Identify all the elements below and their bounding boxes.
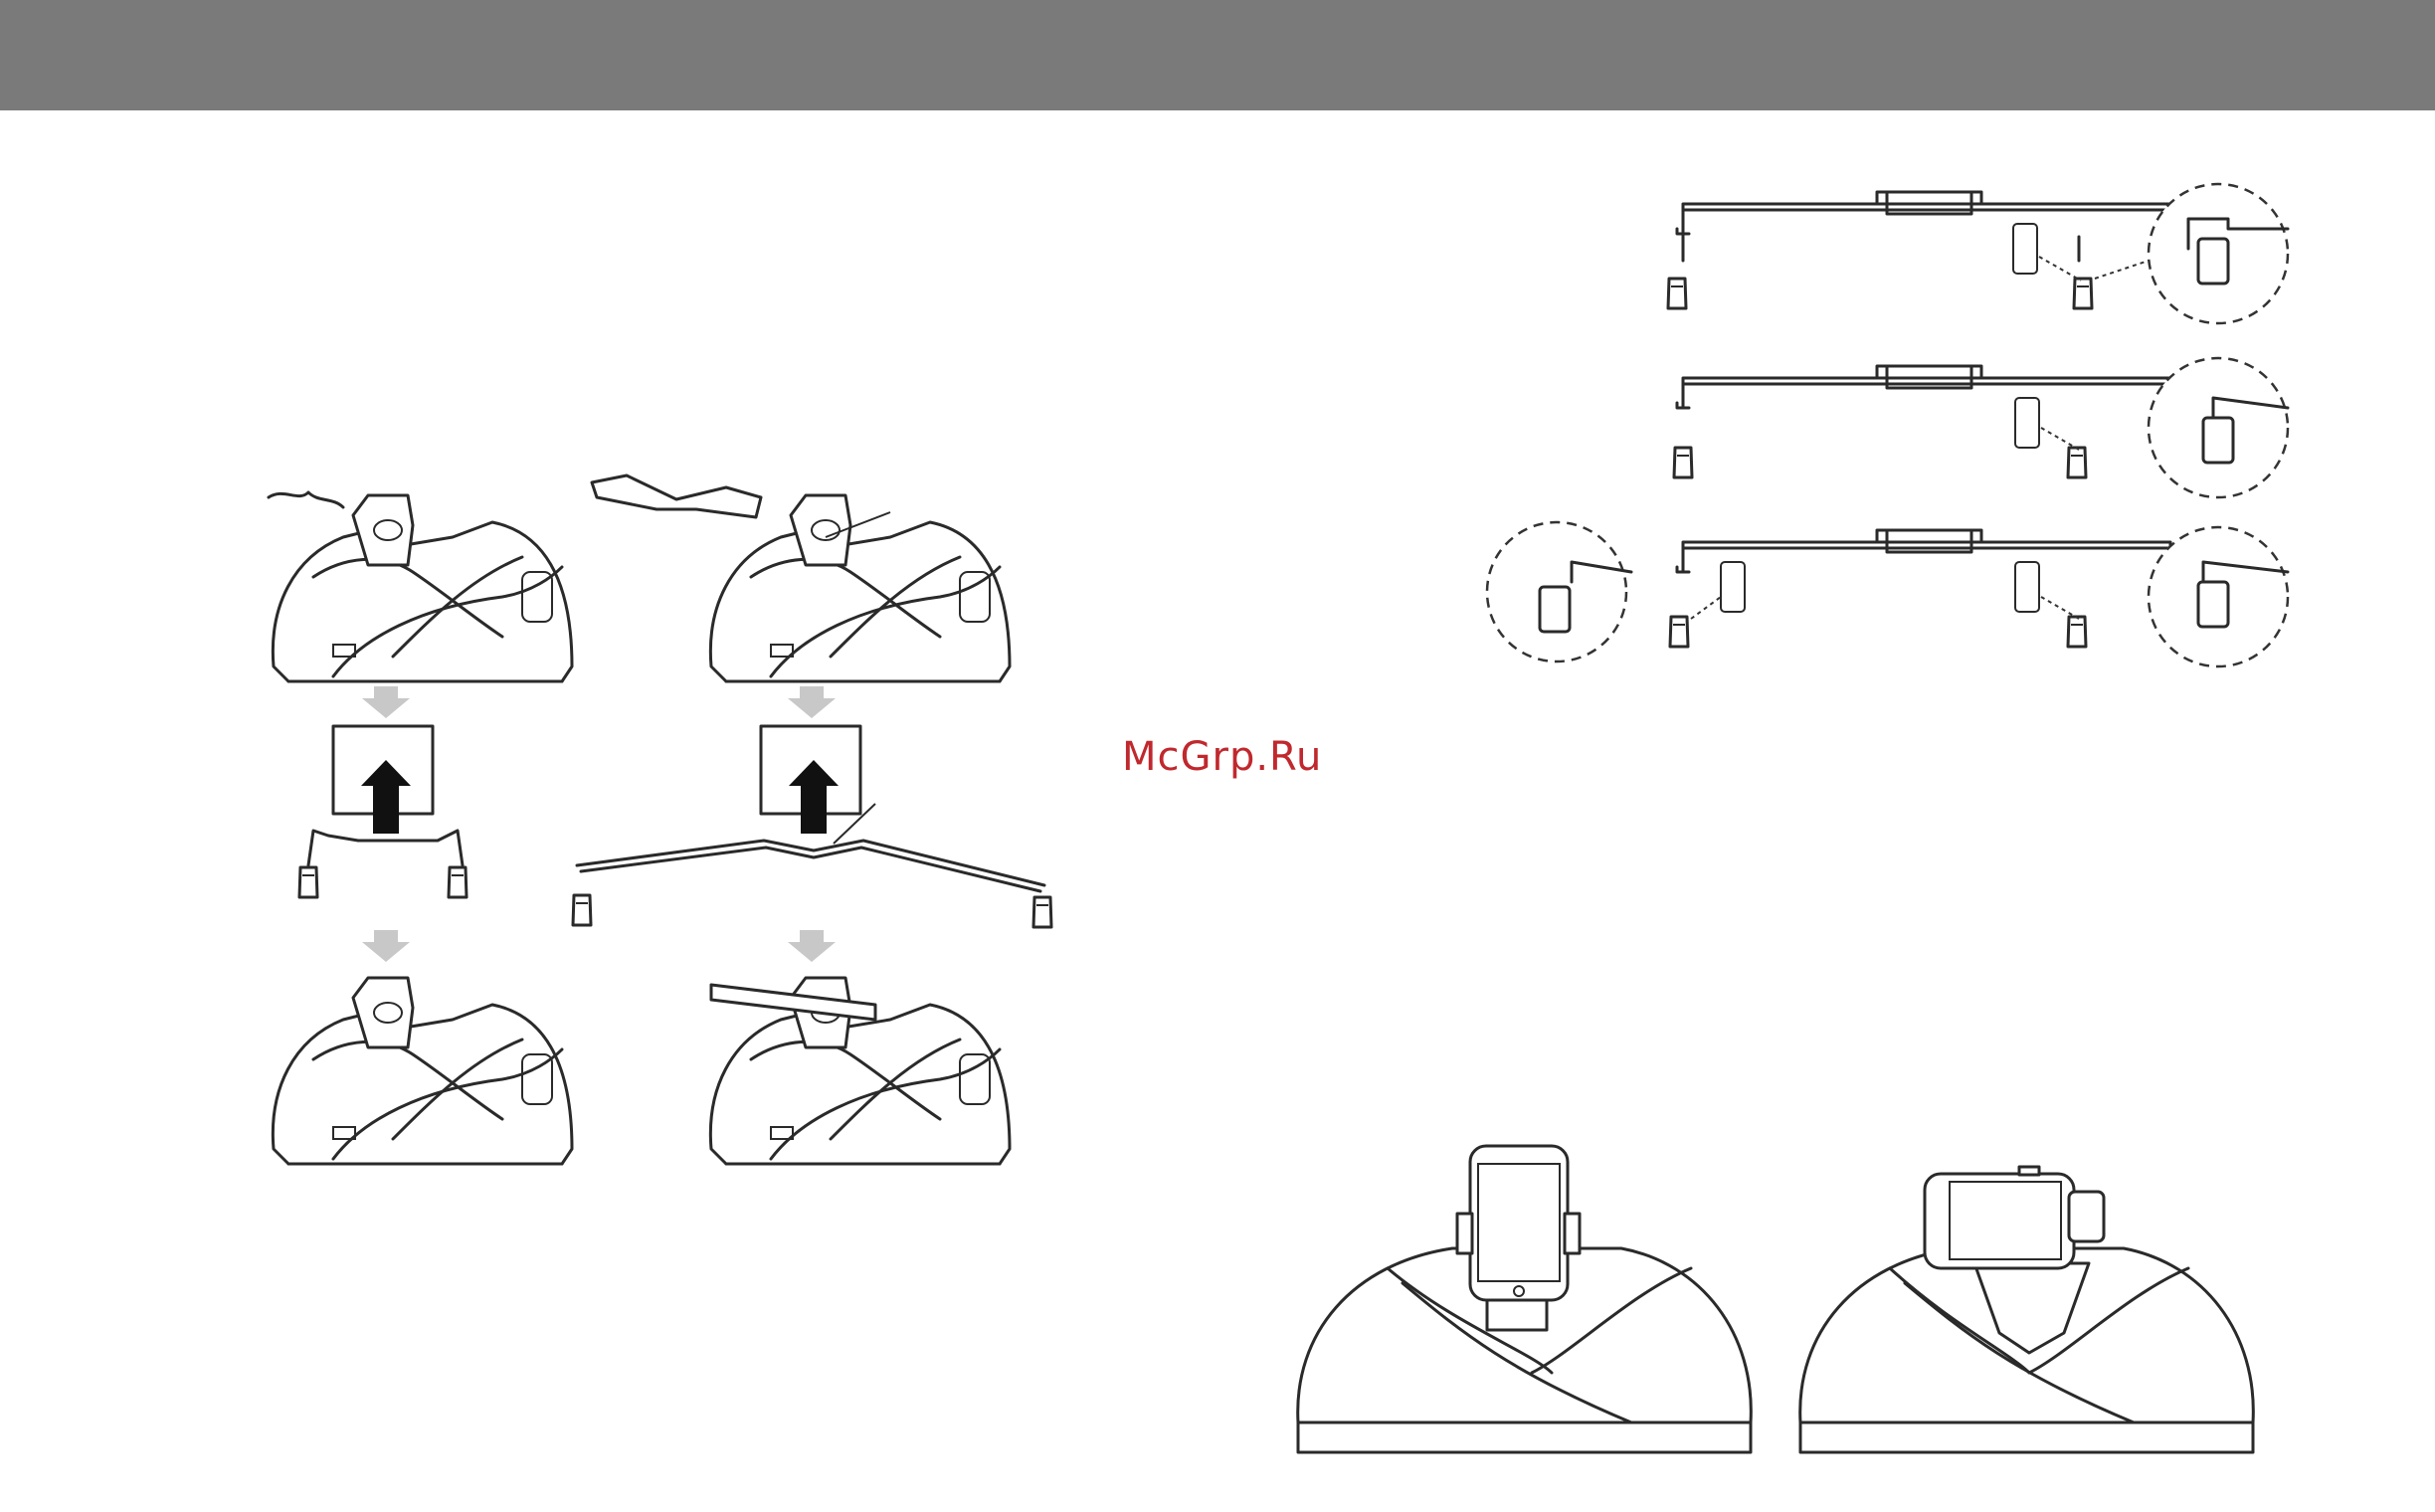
watermark-text: McGrp.Ru — [1122, 734, 1322, 780]
wire-bracket-steps — [1487, 184, 2288, 666]
docked-phones — [1298, 1146, 2254, 1452]
adapter-install-diagram — [269, 475, 1051, 1164]
